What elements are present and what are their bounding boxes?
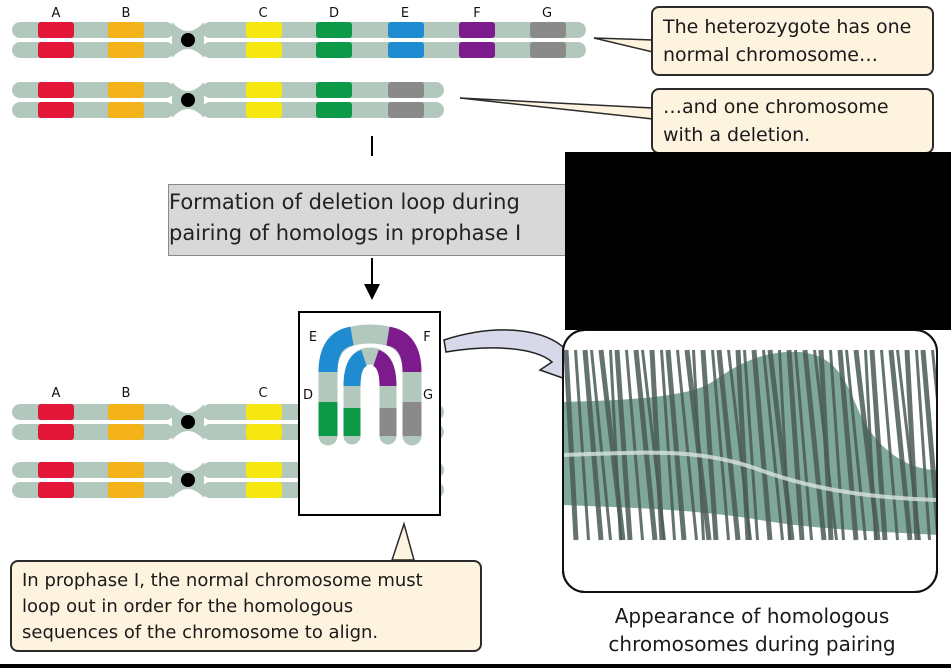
bottom-normal-chromatid1-left-arm xyxy=(12,404,174,420)
top-deletion-chromatid1-band-b xyxy=(108,82,144,98)
gene-label-d-top: D xyxy=(329,6,339,21)
callout-normal-chromosome: The heterozygote has one normal chromoso… xyxy=(651,6,934,76)
top-deletion-chromatid1-left-arm xyxy=(12,82,174,98)
top-normal-chromatid1-band-b xyxy=(108,22,144,38)
top-normal-chromatid1-band-a xyxy=(38,22,74,38)
bottom-normal-chromatid2-band-b xyxy=(108,424,144,440)
top-normal-chromatid1-band-c xyxy=(246,22,282,38)
top-normal-chromatid2-band-a xyxy=(38,42,74,58)
top-deletion-chromatid1-band-c xyxy=(246,82,282,98)
top-normal-chromatid2-band-b xyxy=(108,42,144,58)
top-normal-centromere xyxy=(181,33,195,47)
gene-label-a-top: A xyxy=(52,6,61,21)
micrograph-caption: Appearance of homologous chromosomes dur… xyxy=(562,602,942,658)
gene-label-e-top: E xyxy=(401,6,409,21)
loop-label-f: F xyxy=(423,330,430,345)
gene-label-c-bottom: C xyxy=(258,386,267,401)
bottom-deletion-chromatid1-band-a xyxy=(38,462,74,478)
loop-label-e: E xyxy=(309,330,317,345)
callout-deletion-line2: with a deletion. xyxy=(663,121,922,149)
top-normal-chromatid2-band-e xyxy=(388,42,424,58)
bottom-normal-chromatid1-band-b xyxy=(108,404,144,420)
top-normal-chromatid1-left-arm xyxy=(12,22,174,38)
top-normal-chromatid1-band-g xyxy=(530,22,566,38)
process-step-line2: pairing of homologs in prophase I xyxy=(169,218,569,249)
bottom-deletion-chromatid1-band-b xyxy=(108,462,144,478)
callout-prophase-loop: In prophase I, the normal chromosome mus… xyxy=(10,560,482,652)
bottom-normal-centromere xyxy=(181,415,195,429)
top-deletion-chromatid2-band-b xyxy=(108,102,144,118)
callout-deletion-line1: …and one chromosome xyxy=(663,93,922,121)
callout-prophase-line3: sequences of the chromosome to align. xyxy=(22,620,470,646)
process-step-box: Formation of deletion loop during pairin… xyxy=(168,184,570,256)
top-normal-chromatid1-band-e xyxy=(388,22,424,38)
callout-prophase-line2: loop out in order for the homologous xyxy=(22,594,470,620)
loop-label-d: D xyxy=(303,388,313,403)
callout-normal-line2: normal chromosome… xyxy=(663,41,922,69)
micrograph-panel xyxy=(563,330,951,592)
top-deletion-centromere xyxy=(181,93,195,107)
gene-label-f-top: F xyxy=(473,6,480,21)
gene-label-g-top: G xyxy=(542,6,552,21)
top-deletion-chromatid1-band-g xyxy=(388,82,424,98)
process-step-line1: Formation of deletion loop during xyxy=(169,187,569,218)
callout-deletion-chromosome: …and one chromosome with a deletion. xyxy=(651,88,934,154)
callout-prophase-line1: In prophase I, the normal chromosome mus… xyxy=(22,568,470,594)
top-deletion-chromatid2-band-d xyxy=(316,102,352,118)
gene-label-c-top: C xyxy=(258,6,267,21)
bottom-deletion-chromatid2-left-arm xyxy=(12,482,174,498)
top-normal-chromatid2-band-f xyxy=(459,42,495,58)
top-normal-chromatid1-band-f xyxy=(459,22,495,38)
deletion-loop-inset: D E F G xyxy=(299,312,440,515)
top-normal-chromatid2-band-d xyxy=(316,42,352,58)
gene-label-a-bottom: A xyxy=(52,386,61,401)
gene-label-b-top: B xyxy=(122,6,131,21)
bottom-deletion-chromatid1-band-c xyxy=(246,462,282,478)
top-deletion-chromatid2-band-a xyxy=(38,102,74,118)
bottom-normal-chromatid2-left-arm xyxy=(12,424,174,440)
bottom-deletion-chromatid2-band-c xyxy=(246,482,282,498)
gene-label-b-bottom: B xyxy=(122,386,131,401)
top-normal-chromatid2-left-arm xyxy=(12,42,174,58)
micrograph-caption-line2: chromosomes during pairing xyxy=(562,630,942,658)
top-normal-chromatid1-band-d xyxy=(316,22,352,38)
loop-label-g: G xyxy=(423,388,433,403)
micrograph-caption-line1: Appearance of homologous xyxy=(562,602,942,630)
top-deletion-chromatid1-band-d xyxy=(316,82,352,98)
bottom-normal-chromatid1-band-c xyxy=(246,404,282,420)
bottom-deletion-chromatid2-band-b xyxy=(108,482,144,498)
top-deletion-chromatid2-band-c xyxy=(246,102,282,118)
bottom-deletion-chromatid1-left-arm xyxy=(12,462,174,478)
top-normal-chromatid2-band-c xyxy=(246,42,282,58)
top-deletion-chromatid2-band-g xyxy=(388,102,424,118)
bottom-normal-chromatid2-band-c xyxy=(246,424,282,440)
bottom-deletion-chromatid2-band-a xyxy=(38,482,74,498)
top-normal-chromatid2-band-g xyxy=(530,42,566,58)
bottom-normal-chromatid1-band-a xyxy=(38,404,74,420)
redaction-block xyxy=(565,152,951,330)
bottom-deletion-centromere xyxy=(181,473,195,487)
callout-normal-line1: The heterozygote has one xyxy=(663,13,922,41)
top-deletion-chromatid2-left-arm xyxy=(12,102,174,118)
top-deletion-chromatid1-band-a xyxy=(38,82,74,98)
bottom-normal-chromatid2-band-a xyxy=(38,424,74,440)
